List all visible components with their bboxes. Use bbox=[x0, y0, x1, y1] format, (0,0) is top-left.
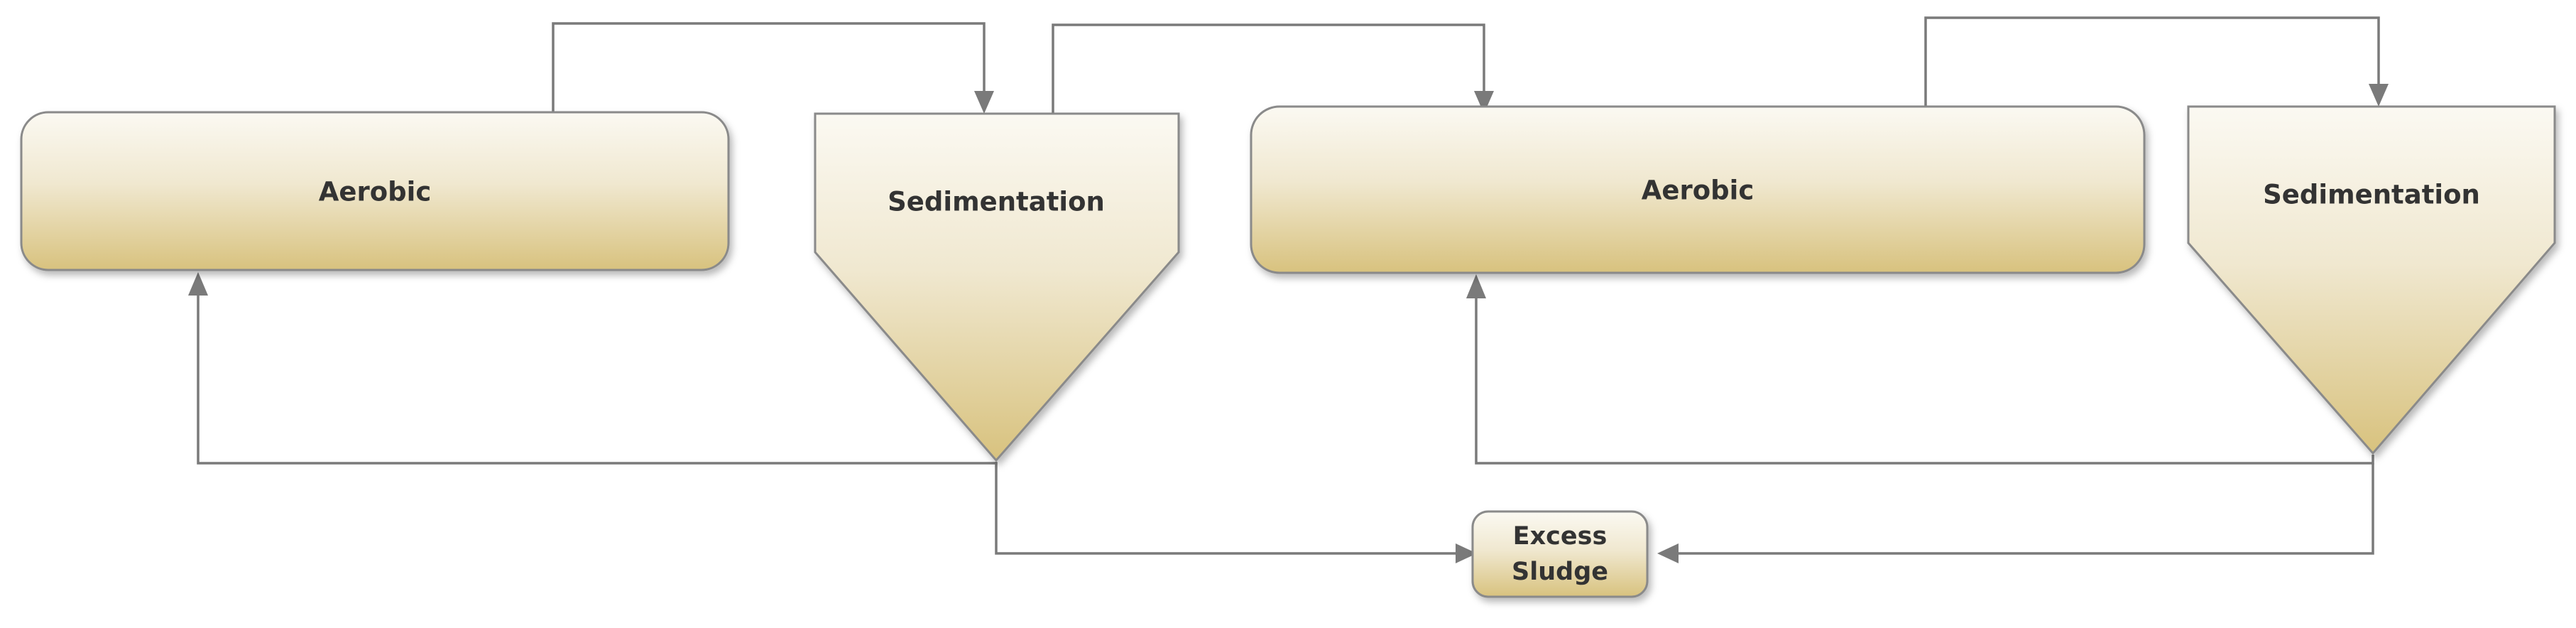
excess-sludge-box: Excess Sludge bbox=[1471, 510, 1649, 598]
arrowhead-icon bbox=[1456, 543, 1477, 563]
arrowhead-icon bbox=[974, 91, 994, 114]
arrowhead-icon bbox=[1657, 543, 1679, 563]
sedimentation-tank-1-label: Sedimentation bbox=[888, 187, 1105, 217]
connectors bbox=[188, 16, 2389, 563]
sedimentation-tank-1: Sedimentation bbox=[814, 112, 1180, 462]
excess-sludge-label-line1: Excess bbox=[1513, 522, 1608, 551]
connector-sludge-recycle-2 bbox=[1475, 296, 2374, 465]
aerobic-tank-2: Aerobic bbox=[1250, 105, 2146, 274]
connector-sedimentation2-to-excess-sludge bbox=[1677, 463, 2374, 555]
aerobic-tank-1: Aerobic bbox=[20, 111, 730, 271]
connector-sedimentation1-to-aerobic2 bbox=[1052, 23, 1485, 114]
arrowhead-icon bbox=[188, 272, 208, 296]
aerobic-tank-1-label: Aerobic bbox=[319, 177, 432, 207]
arrowhead-icon bbox=[1466, 274, 1486, 298]
connector-sludge-recycle-1 bbox=[197, 293, 998, 465]
sedimentation-tank-2: Sedimentation bbox=[2187, 105, 2556, 455]
arrowhead-icon bbox=[1474, 91, 1494, 114]
sedimentation-tank-2-label: Sedimentation bbox=[2263, 180, 2480, 210]
excess-sludge-label-line2: Sludge bbox=[1512, 558, 1608, 586]
connector-aerobic2-to-sedimentation2 bbox=[1924, 16, 2380, 107]
aerobic-tank-2-label: Aerobic bbox=[1642, 175, 1754, 206]
connector-sedimentation1-to-excess-sludge bbox=[995, 463, 1457, 555]
arrowhead-icon bbox=[2369, 84, 2389, 107]
connector-aerobic1-to-sedimentation1 bbox=[552, 22, 986, 112]
